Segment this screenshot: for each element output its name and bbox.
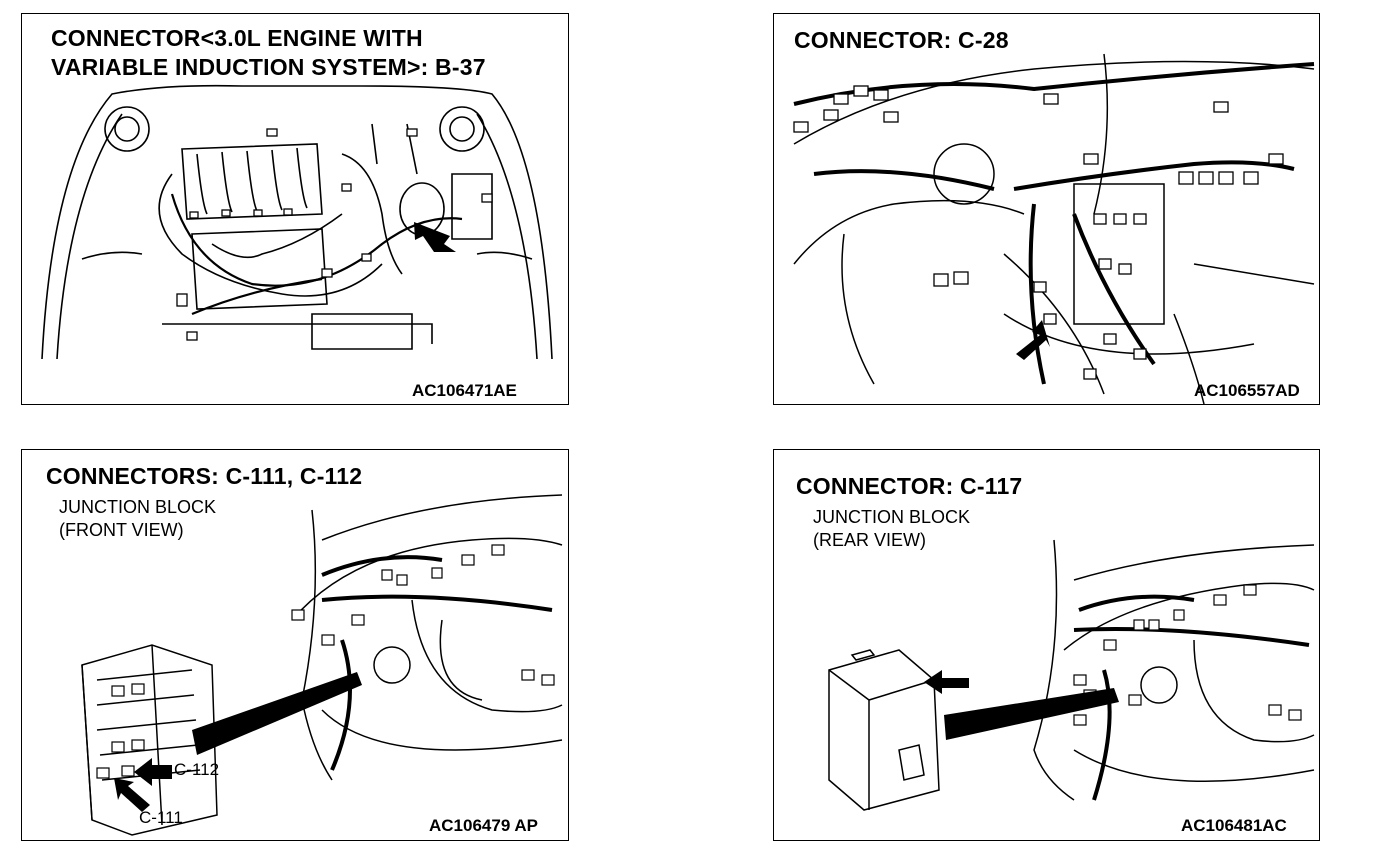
pointer-wedge (944, 688, 1119, 740)
panel-c117: CONNECTOR: C-117 JUNCTION BLOCK (REAR VI… (773, 449, 1320, 841)
panel-title-c28: CONNECTOR: C-28 (794, 27, 1009, 53)
panel-subtitle-front-view: (FRONT VIEW) (59, 520, 184, 540)
arrow-c111 (114, 778, 150, 812)
panel-title-b37-line2: VARIABLE INDUCTION SYSTEM>: B-37 (51, 54, 486, 80)
pointer-wedge (192, 672, 362, 755)
figure-code-b37: AC106471AE (412, 381, 517, 400)
figure-code-c111: AC106479 AP (429, 816, 538, 835)
panel-b37: CONNECTOR<3.0L ENGINE WITH VARIABLE INDU… (21, 13, 569, 405)
junction-block-rear-illustration (828, 539, 1315, 811)
panel-subtitle-junction-block: JUNCTION BLOCK (59, 497, 217, 517)
figure-code-c28: AC106557AD (1194, 381, 1300, 400)
engine-bay-illustration (41, 84, 553, 360)
locator-arrow-c28 (1016, 320, 1050, 360)
locator-arrow-b37 (414, 222, 456, 252)
dashboard-harness-illustration (793, 53, 1315, 404)
figure-code-c117: AC106481AC (1181, 816, 1287, 835)
panel-subtitle-rear-view: (REAR VIEW) (813, 530, 927, 550)
panel-subtitle-junction-block: JUNCTION BLOCK (813, 507, 971, 527)
junction-block-front-illustration (81, 494, 563, 836)
panel-title-c111-c112: CONNECTORS: C-111, C-112 (46, 463, 363, 489)
label-c112: C-112 (174, 760, 220, 779)
panel-c111-c112: CONNECTORS: C-111, C-112 JUNCTION BLOCK … (21, 449, 569, 841)
panel-title-b37: CONNECTOR<3.0L ENGINE WITH (51, 25, 423, 51)
panel-c28: CONNECTOR: C-28 AC106557AD (773, 13, 1320, 405)
label-c111: C-111 (139, 808, 183, 827)
arrow-c112 (134, 758, 172, 786)
locator-arrow-c117 (924, 670, 969, 694)
panel-title-c117: CONNECTOR: C-117 (796, 473, 1023, 499)
